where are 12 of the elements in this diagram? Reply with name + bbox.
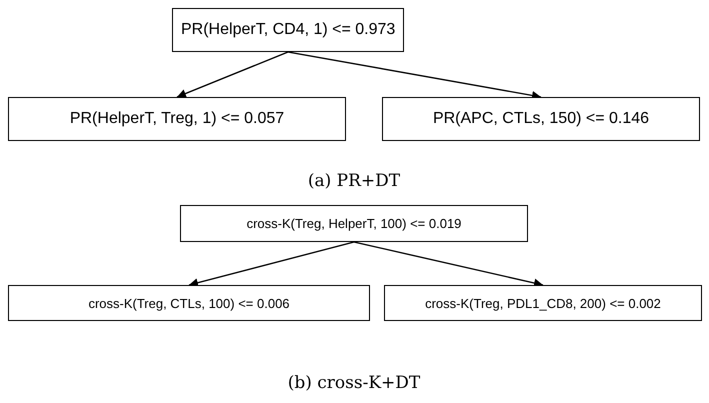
caption: (b) cross-K+DT: [288, 373, 420, 393]
arrow: [354, 241, 544, 288]
arrow: [176, 51, 288, 98]
decision-node: cross-K(Treg, CTLs, 100) <= 0.006: [8, 285, 370, 321]
decision-node: cross-K(Treg, PDL1_CD8, 200) <= 0.002: [384, 285, 702, 321]
decision-node: PR(HelperT, Treg, 1) <= 0.057: [8, 97, 346, 141]
decision-node: PR(HelperT, CD4, 1) <= 0.973: [172, 8, 404, 52]
arrow: [188, 241, 354, 288]
arrow: [288, 51, 542, 100]
caption: (a) PR+DT: [308, 171, 400, 191]
decision-node: cross-K(Treg, HelperT, 100) <= 0.019: [180, 205, 528, 242]
decision-node: PR(APC, CTLs, 150) <= 0.146: [382, 97, 700, 141]
